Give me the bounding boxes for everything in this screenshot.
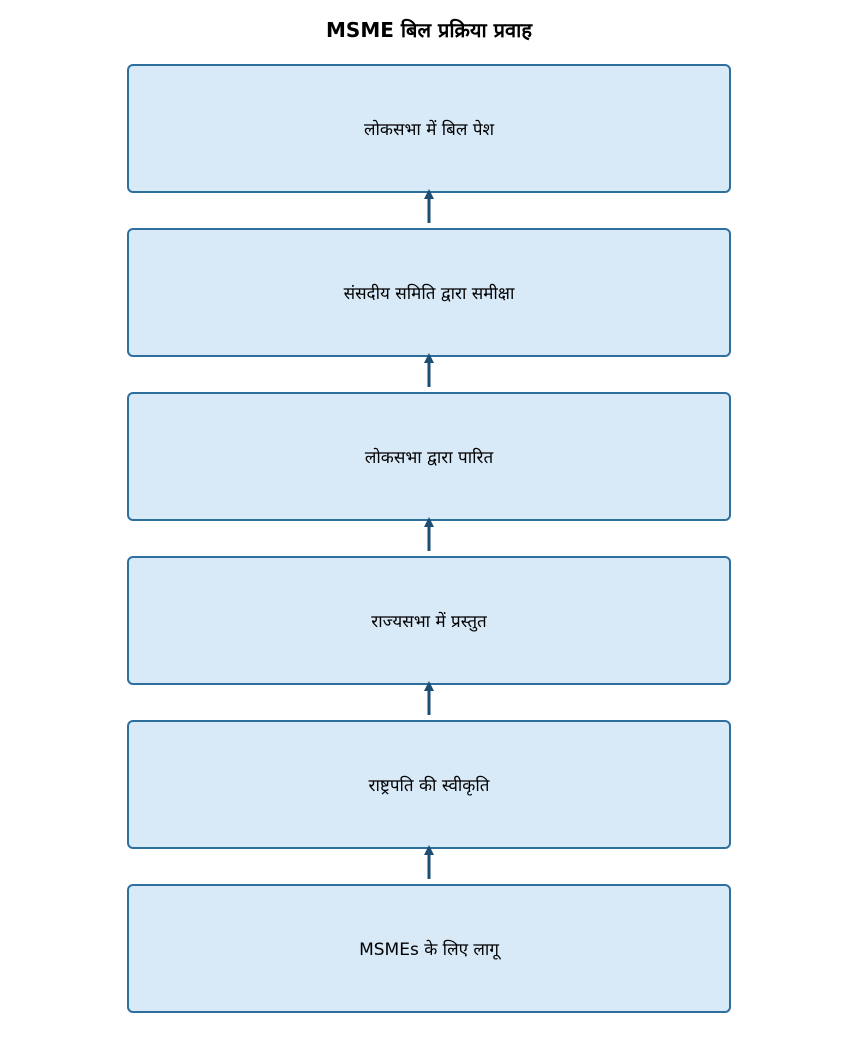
step-box-3: लोकसभा द्वारा पारित (127, 392, 731, 521)
step-label-4: राज्यसभा में प्रस्तुत (371, 612, 487, 632)
arrow-up-icon (424, 845, 434, 879)
step-label-2: संसदीय समिति द्वारा समीक्षा (343, 284, 515, 304)
arrow-up-icon (424, 517, 434, 551)
arrow-up-icon (424, 681, 434, 715)
arrow-up-icon (424, 353, 434, 387)
step-box-2: संसदीय समिति द्वारा समीक्षा (127, 228, 731, 357)
step-box-4: राज्यसभा में प्रस्तुत (127, 556, 731, 685)
step-label-5: राष्ट्रपति की स्वीकृति (368, 776, 490, 796)
step-label-6: MSMEs के लिए लागू (359, 940, 499, 960)
step-box-1: लोकसभा में बिल पेश (127, 64, 731, 193)
step-box-5: राष्ट्रपति की स्वीकृति (127, 720, 731, 849)
arrow-up-icon (424, 189, 434, 223)
step-label-1: लोकसभा में बिल पेश (363, 120, 495, 140)
diagram-title: MSME बिल प्रक्रिया प्रवाह (326, 18, 532, 42)
step-label-3: लोकसभा द्वारा पारित (364, 448, 494, 468)
step-box-6: MSMEs के लिए लागू (127, 884, 731, 1013)
